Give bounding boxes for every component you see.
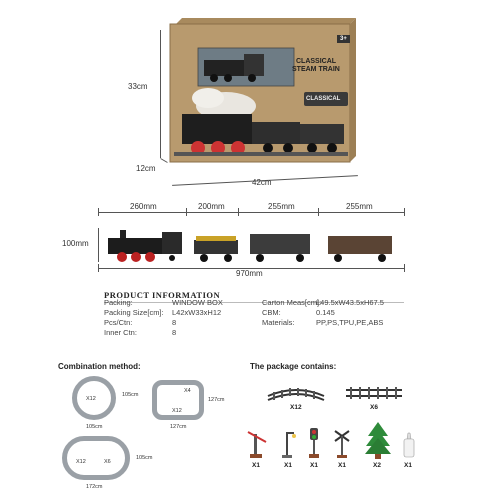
product-box: [168, 14, 358, 164]
circle-height: 105cm: [122, 392, 139, 398]
segment-3-label: 255mm: [268, 202, 295, 211]
segment-4-label: 255mm: [346, 202, 373, 211]
street-lamp-qty: X1: [284, 462, 292, 469]
circle-width: 105cm: [86, 424, 103, 430]
pine-tree-qty: X2: [373, 462, 381, 469]
crossing-sign-qty: X1: [338, 462, 346, 469]
segment-2-label: 200mm: [198, 202, 225, 211]
age-badge: 3+: [337, 35, 350, 43]
packing-label: Packing:: [104, 298, 133, 307]
packing-value: WINDOW BOX: [172, 298, 223, 307]
box-width-label: 42cm: [252, 178, 272, 187]
segment-1-label: 260mm: [130, 202, 157, 211]
inner-ctn-label: Inner Ctn:: [104, 328, 137, 337]
pcs-ctn-label: Pcs/Ctn:: [104, 318, 133, 327]
train-height-label: 100mm: [62, 239, 89, 248]
railroad-crossing-gate-icon: [246, 428, 268, 458]
pcs-ctn-value: 8: [172, 318, 177, 327]
oval-width: 172cm: [86, 484, 103, 490]
signal-post-icon: [304, 426, 324, 458]
materials-label: Materials:: [262, 318, 295, 327]
straight-track-icon: [346, 386, 402, 400]
cbm-value: 0.145: [316, 308, 335, 317]
crossing-gate-qty: X1: [252, 462, 260, 469]
crossing-sign-icon: [332, 428, 352, 458]
box-height-label: 33cm: [128, 82, 148, 91]
packing-size-value: L42xW33xH12: [172, 308, 222, 317]
circle-track-layout: [72, 376, 116, 420]
street-lamp-icon: [276, 428, 298, 458]
rect-track-layout: [152, 380, 204, 420]
product-info-heading: PRODUCT INFORMATION: [104, 290, 221, 300]
oval-track-layout: [62, 436, 130, 480]
materials-value: PP,PS,TPU,PE,ABS: [316, 318, 384, 327]
packing-size-label: Packing Size[cm]:: [104, 308, 164, 317]
curved-track-qty: X12: [290, 404, 302, 411]
signal-post-qty: X1: [310, 462, 318, 469]
curved-track-icon: [266, 382, 326, 402]
bottle-qty: X1: [404, 462, 412, 469]
carton-meas-value: L49.5xW43.5xH67.5: [316, 298, 384, 307]
box-title-2: STEAM TRAIN: [292, 66, 340, 73]
train-total-label: 970mm: [236, 269, 263, 278]
package-title: The package contains:: [250, 362, 337, 371]
pine-tree-icon: [364, 420, 392, 460]
box-logo: CLASSICAL: [306, 96, 341, 102]
oval-height: 105cm: [136, 455, 153, 461]
rect-height: 127cm: [208, 397, 225, 403]
oval-count-right: X6: [104, 459, 111, 465]
train-side-view: [100, 226, 400, 266]
cbm-label: CBM:: [262, 308, 281, 317]
straight-track-qty: X6: [370, 404, 378, 411]
box-depth-label: 12cm: [136, 164, 156, 173]
smoke-oil-bottle-icon: [402, 432, 416, 458]
circle-count: X12: [86, 396, 96, 402]
oval-count-left: X12: [76, 459, 86, 465]
rect-count-top: X4: [184, 388, 191, 394]
inner-ctn-value: 8: [172, 328, 177, 337]
carton-meas-label: Carton Meas[cm]:: [262, 298, 322, 307]
box-title-1: CLASSICAL: [296, 58, 337, 65]
rect-count-bottom: X12: [172, 408, 182, 414]
rect-width: 127cm: [170, 424, 187, 430]
combination-title: Combination method:: [58, 362, 141, 371]
